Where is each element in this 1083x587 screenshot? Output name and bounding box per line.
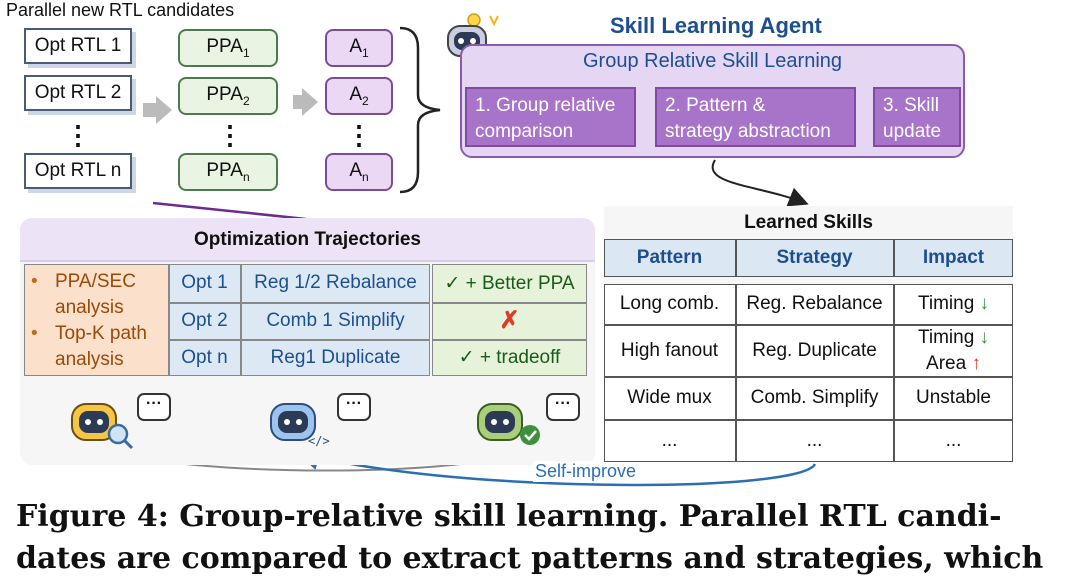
skill-pattern-2: High fanout xyxy=(620,339,719,361)
advantage-label: An xyxy=(349,160,369,184)
ppa-box-1: PPA1 xyxy=(178,29,278,67)
skills-header-pattern: Pattern xyxy=(636,247,703,268)
candidate-label: Opt RTL n xyxy=(34,160,122,181)
candidate-rtl-1: Opt RTL 1 xyxy=(24,28,132,64)
skill-pattern-3: Wide mux xyxy=(627,387,712,408)
advantage-label: A2 xyxy=(349,84,369,108)
advantage-box-1: A1 xyxy=(325,29,393,67)
candidate-rtl-2: Opt RTL 2 xyxy=(24,75,132,111)
bullet-icon: • xyxy=(31,271,38,292)
step-pattern-abstraction: 2. Pattern & strategy abstraction xyxy=(655,87,856,147)
skills-header-impact: Impact xyxy=(922,247,985,268)
analysis-item-topk: •Top-K path analysis xyxy=(31,321,147,373)
arrow-down-icon: ↓ xyxy=(979,293,990,314)
result-divider xyxy=(432,339,587,341)
robot-coder-icon: </> xyxy=(270,403,330,448)
self-improve-label: Self-improve xyxy=(533,461,639,482)
ppa-box-2: PPA2 xyxy=(178,77,278,115)
trajectories-title: Optimization Trajectories xyxy=(194,229,421,250)
purple-connector xyxy=(152,201,307,221)
skill-strategy-1: Reg. Rebalance xyxy=(746,293,883,314)
trajectories-title-bar xyxy=(20,218,595,262)
skill-strategy-4: ... xyxy=(806,430,823,451)
result-box xyxy=(432,264,587,376)
ppa-box-n: PPAn xyxy=(178,153,278,191)
analysis-item-ppa: •PPA/SEC analysis xyxy=(31,269,136,321)
skills-col-divider xyxy=(735,239,737,277)
arrow-shaft xyxy=(143,103,156,117)
chat-bubble-icon: ··· xyxy=(337,393,371,421)
arrow-right-icon xyxy=(156,96,172,124)
advantage-box-2: A2 xyxy=(325,77,393,115)
skills-row-divider xyxy=(604,419,1013,421)
candidate-label: Opt RTL 1 xyxy=(34,35,122,56)
traj-opt-1: Opt 1 xyxy=(181,272,228,293)
chat-bubble-icon: ··· xyxy=(546,393,580,421)
skills-col-divider xyxy=(735,284,737,462)
arrow-up-icon: ↑ xyxy=(971,353,981,374)
svg-text:</>: </> xyxy=(308,434,330,448)
skills-col-divider xyxy=(893,239,895,277)
advantage-box-n: An xyxy=(325,153,393,191)
traj-col-divider xyxy=(240,264,242,376)
figure-caption-line-2: dates are compared to extract patterns a… xyxy=(16,541,1044,576)
robot-analyzer-icon xyxy=(71,403,134,450)
advantage-label: A1 xyxy=(349,36,369,60)
self-improve-arrow xyxy=(295,445,817,487)
result-fail-icon: ✗ xyxy=(499,307,520,334)
result-divider xyxy=(432,302,587,304)
skills-row-divider xyxy=(604,324,1013,326)
result-tradeoff: ✓ + tradeoff xyxy=(458,347,561,368)
chat-bubble-icon: ··· xyxy=(137,393,171,421)
brace-icon xyxy=(399,26,441,194)
agent-title: Skill Learning Agent xyxy=(610,13,822,38)
traj-row-divider xyxy=(169,302,430,304)
parallel-candidates-label: Parallel new RTL candidates xyxy=(6,0,235,20)
skill-impact-1: Timing ↓ xyxy=(917,293,990,314)
candidate-rtl-n: Opt RTL n xyxy=(24,153,132,189)
traj-row-divider xyxy=(169,339,430,341)
traj-opt-n: Opt n xyxy=(181,346,228,368)
skills-header-row xyxy=(604,239,1013,277)
ppa-label: PPA2 xyxy=(206,84,250,108)
agent-to-skills-arrow xyxy=(711,159,809,207)
step-group-comparison: 1. Group relative comparison xyxy=(465,87,636,147)
skills-title: Learned Skills xyxy=(744,212,873,233)
traj-action-1: Reg 1/2 Rebalance xyxy=(254,272,417,293)
skill-pattern-1: Long comb. xyxy=(619,293,720,314)
step-skill-update: 3. Skill update xyxy=(873,87,961,147)
bullet-icon: • xyxy=(31,323,38,344)
skills-row-divider xyxy=(604,376,1013,378)
robot-verifier-icon xyxy=(477,403,540,445)
skills-col-divider xyxy=(893,284,895,462)
traj-table xyxy=(169,264,430,376)
ppa-label: PPA1 xyxy=(206,36,250,60)
traj-action-n: Reg1 Duplicate xyxy=(270,346,401,368)
candidate-label: Opt RTL 2 xyxy=(34,82,122,103)
skill-impact-4: ... xyxy=(945,430,962,451)
ppa-ellipsis: ⋮ xyxy=(217,120,243,150)
skill-impact-2: Timing ↓ Area ↑ xyxy=(917,327,990,374)
result-better-ppa: ✓ + Better PPA xyxy=(444,272,575,294)
skill-impact-3: Unstable xyxy=(916,387,991,408)
skills-header-strategy: Strategy xyxy=(776,247,853,268)
advantage-ellipsis: ⋮ xyxy=(346,120,372,150)
figure-caption-line-1: Figure 4: Group-relative skill learning.… xyxy=(16,499,1002,534)
skill-pattern-4: ... xyxy=(661,430,678,451)
skill-strategy-2: Reg. Duplicate xyxy=(752,339,877,361)
arrow-down-icon: ↓ xyxy=(979,327,990,348)
arrow-right-icon xyxy=(302,88,318,116)
skill-strategy-3: Comb. Simplify xyxy=(750,387,879,408)
traj-opt-2: Opt 2 xyxy=(181,309,228,331)
agent-box-title: Group Relative Skill Learning xyxy=(582,50,843,72)
skills-body xyxy=(604,284,1013,462)
traj-action-2: Comb 1 Simplify xyxy=(266,309,405,331)
candidate-ellipsis: ⋮ xyxy=(65,120,91,150)
ppa-label: PPAn xyxy=(206,160,250,184)
arrow-shaft xyxy=(293,95,302,109)
analysis-box: •PPA/SEC analysis •Top-K path analysis xyxy=(24,264,169,376)
